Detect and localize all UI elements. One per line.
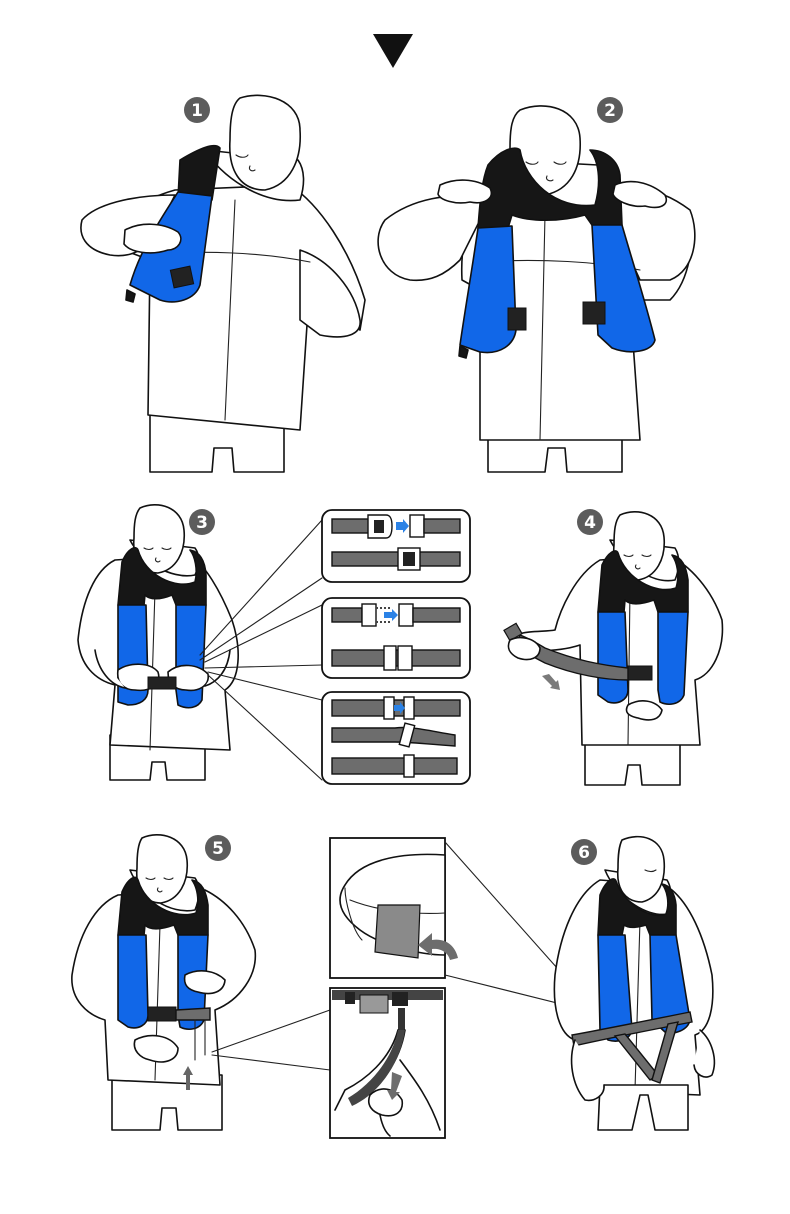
arrow-up-left-icon <box>542 674 560 690</box>
svg-text:1: 1 <box>191 101 203 121</box>
step-1-badge: 1 <box>184 97 210 123</box>
step-5-illustration <box>71 834 257 1131</box>
step-3-leader-lines <box>199 519 323 781</box>
step-5-badge: 5 <box>205 835 231 861</box>
arrow-up-icon <box>183 1066 193 1090</box>
step-2-illustration <box>377 105 696 473</box>
arrow-right-icon <box>396 519 409 533</box>
svg-text:6: 6 <box>578 843 590 863</box>
step-4-illustration <box>503 511 724 786</box>
down-triangle-icon <box>373 34 413 68</box>
strap-tuck-detail <box>329 837 458 979</box>
step-1-illustration <box>80 94 366 473</box>
buckle-connect-detail <box>321 509 471 583</box>
svg-text:5: 5 <box>212 839 224 859</box>
strap-thread-detail <box>321 691 471 785</box>
leg-strap-detail <box>329 987 446 1139</box>
step-2-badge: 2 <box>597 97 623 123</box>
curved-arrow-icon <box>418 933 458 960</box>
arrow-right-icon <box>384 609 398 621</box>
svg-text:2: 2 <box>604 101 616 121</box>
buckle-adjust-detail <box>321 597 471 679</box>
step-3-badge: 3 <box>189 509 215 535</box>
svg-text:3: 3 <box>196 513 208 533</box>
svg-text:4: 4 <box>584 513 596 533</box>
step-4-badge: 4 <box>577 509 603 535</box>
step-3-illustration <box>77 504 239 781</box>
step-6-illustration <box>553 835 716 1131</box>
arrow-right-icon <box>394 702 405 714</box>
step-6-badge: 6 <box>571 839 597 865</box>
arrow-down-icon <box>387 1072 402 1100</box>
